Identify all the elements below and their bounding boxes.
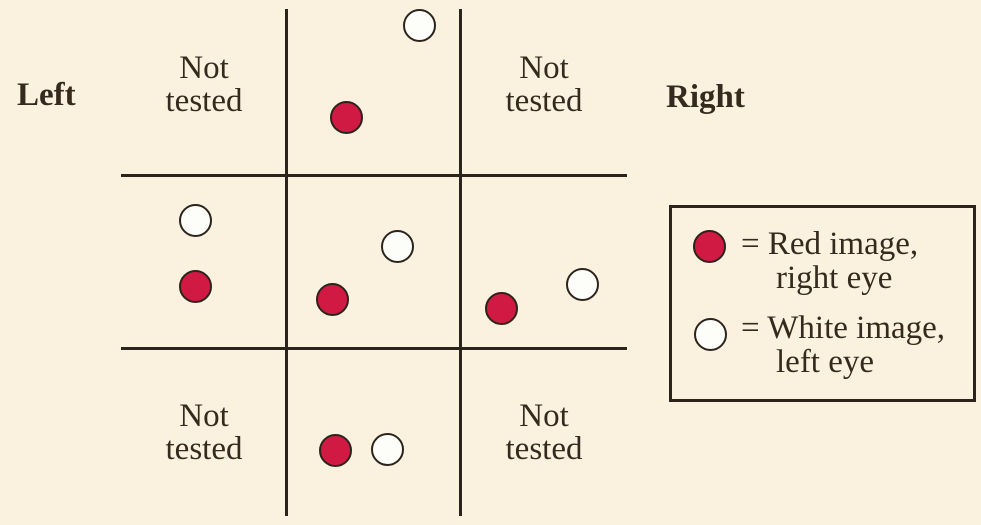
- legend-box: = Red image, right eye = White image, le…: [669, 205, 976, 402]
- not-tested-label-bottom-left: Not tested: [165, 398, 243, 467]
- left-side-label: Left: [17, 77, 76, 113]
- not-tested-label-top-right: Not tested: [505, 50, 583, 119]
- legend-entry-red: = Red image, right eye: [741, 227, 918, 295]
- not-tested-label-top-left: Not tested: [165, 50, 243, 119]
- white-dot: [380, 229, 414, 263]
- not-tested-label-bottom-right: Not tested: [505, 398, 583, 467]
- legend-red-line1: = Red image,: [741, 226, 919, 262]
- white-dot: [370, 432, 404, 466]
- white-dot: [565, 267, 599, 301]
- red-dot: [484, 291, 518, 325]
- legend-white-line2: left eye: [776, 344, 875, 380]
- legend-red-dot-icon: [692, 229, 726, 263]
- grid-vline-left: [285, 9, 288, 516]
- red-dot: [329, 100, 363, 134]
- red-dot: [315, 282, 349, 316]
- grid-hline-bottom: [121, 347, 627, 350]
- grid-vline-right: [459, 9, 462, 516]
- red-dot: [318, 433, 352, 467]
- white-dot: [178, 203, 212, 237]
- white-dot: [402, 8, 436, 42]
- legend-white-line1: = White image,: [741, 310, 946, 346]
- legend-entry-white: = White image, left eye: [741, 311, 945, 379]
- red-dot: [178, 269, 212, 303]
- legend-white-dot-icon: [693, 317, 727, 351]
- grid-hline-top: [121, 174, 627, 177]
- legend-red-line2: right eye: [776, 260, 893, 296]
- right-side-label: Right: [666, 79, 745, 115]
